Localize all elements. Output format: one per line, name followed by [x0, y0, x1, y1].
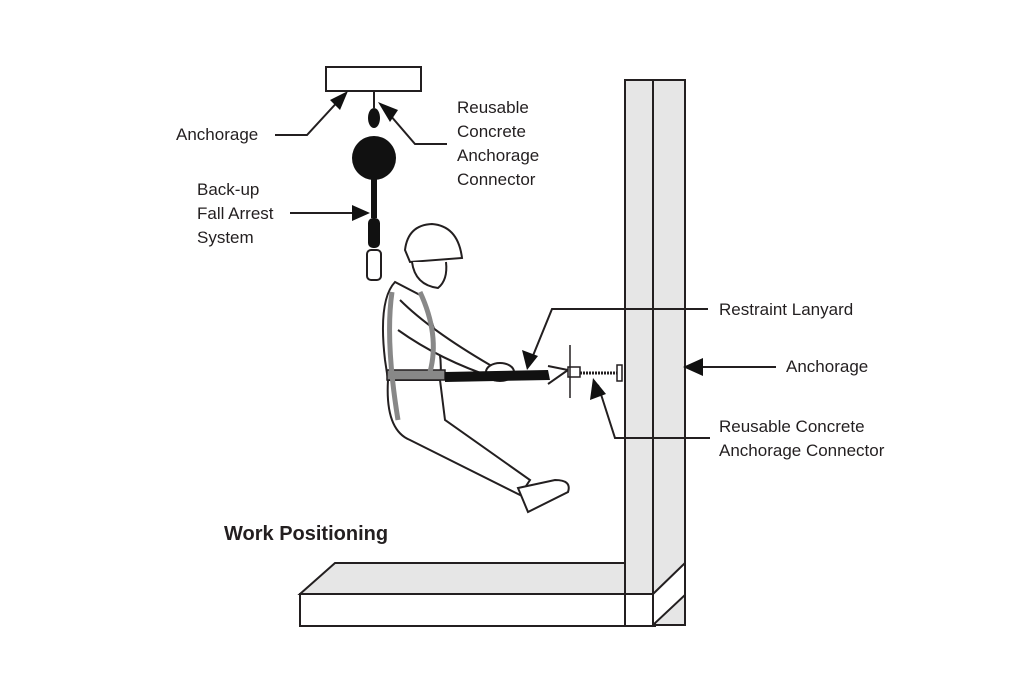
ceiling-anchorage-block: [325, 66, 422, 92]
restraint-lanyard: [445, 345, 623, 398]
leader-lines: [275, 96, 776, 439]
leader-restraint-lanyard: [529, 308, 708, 364]
arrow-anchorage-wall: [683, 358, 703, 376]
label-restraint-lanyard: Restraint Lanyard: [719, 300, 854, 319]
arrow-restraint-lanyard: [522, 350, 538, 370]
label-backup-fall-arrest: Back-up Fall Arrest System: [197, 180, 274, 247]
label-reusable-connector-top: Reusable Concrete Anchorage Connector: [457, 98, 540, 189]
leader-reusable-connector-wall: [597, 384, 710, 439]
leader-anchorage-top: [275, 96, 343, 136]
harness: [386, 290, 446, 421]
arrow-backup-fall-arrest: [352, 205, 370, 221]
arrow-reusable-connector-top: [378, 102, 398, 122]
label-anchorage-top: Anchorage: [176, 125, 259, 144]
leader-reusable-connector-top: [383, 107, 447, 145]
diagram-title: Work Positioning: [224, 523, 389, 545]
concrete-wall: [297, 79, 686, 628]
arrow-reusable-connector-wall: [590, 378, 606, 400]
worker-figure: [381, 222, 570, 514]
arrow-anchorage-top: [330, 91, 348, 110]
label-anchorage-wall: Anchorage: [786, 357, 869, 376]
label-reusable-connector-wall: Reusable Concrete Anchorage Connector: [719, 417, 885, 460]
self-retracting-lifeline: [352, 91, 396, 281]
arrowheads: [330, 91, 703, 400]
